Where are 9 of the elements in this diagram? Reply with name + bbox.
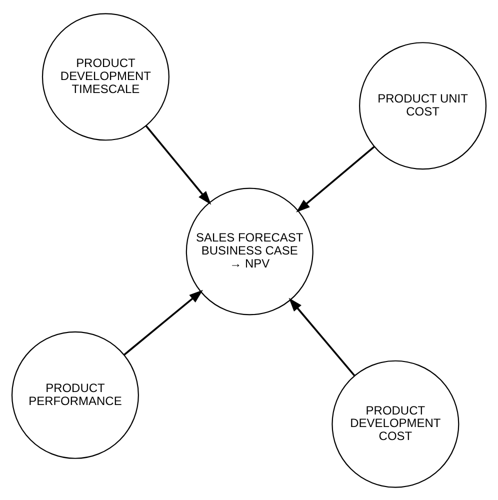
node-circle: PRODUCT DEVELOPMENT TIMESCALE <box>42 12 170 140</box>
node-circle: PRODUCT UNIT COST <box>359 42 487 170</box>
arrow <box>123 289 203 356</box>
node-circle: PRODUCT DEVELOPMENT COST <box>332 360 460 488</box>
arrow <box>145 124 212 204</box>
node-circle: SALES FORECAST BUSINESS CASE → NPV <box>186 187 314 315</box>
arrow <box>296 146 375 212</box>
arrow <box>288 297 356 376</box>
node-circle: PRODUCT PERFORMANCE <box>11 330 139 458</box>
